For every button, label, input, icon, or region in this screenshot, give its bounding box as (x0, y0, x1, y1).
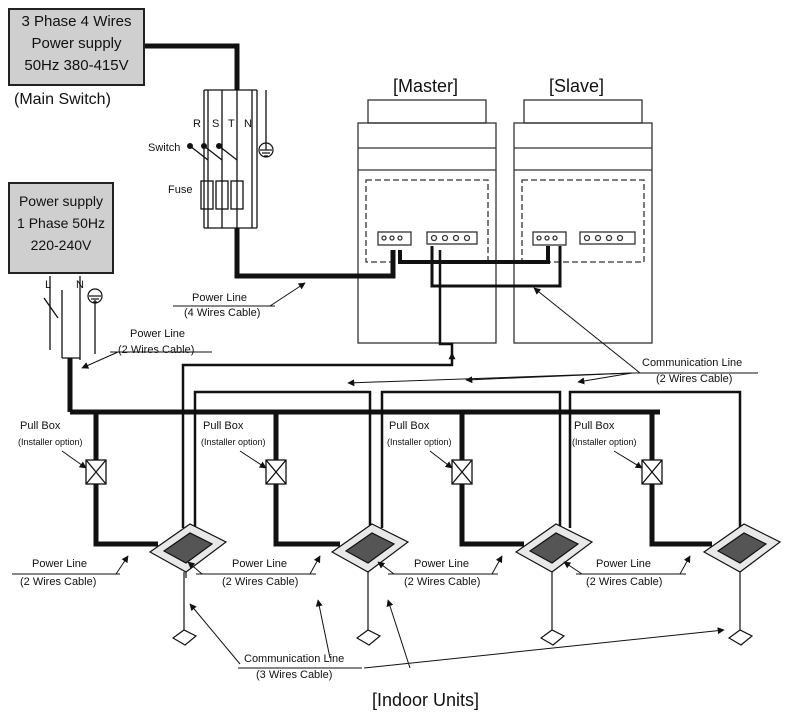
ground-symbol-main (258, 142, 274, 158)
power-line-bottom-4-title: Power Line (596, 558, 652, 570)
indoor-units-label: [Indoor Units] (372, 690, 480, 710)
ground-symbol-single (87, 288, 103, 304)
pull-box-3-title: Pull Box (389, 420, 430, 432)
power-line-bottom-3-sub: (2 Wires Cable) (404, 576, 481, 588)
comm-line-bottom-title: Communication Line (244, 653, 345, 665)
slave-outdoor-unit (513, 99, 653, 344)
slave-label: [Slave] (549, 76, 605, 96)
supply3-line3: 50Hz 380-415V (24, 57, 129, 74)
power-line-4-title: Power Line (192, 292, 248, 304)
single-phase-l-label: L (45, 279, 52, 291)
supply3-line2: Power supply (31, 35, 122, 52)
indoor-unit-3 (514, 523, 594, 573)
leader-lines (12, 282, 758, 669)
power-line-bottom-1-sub: (2 Wires Cable) (20, 576, 97, 588)
single-phase-n-label: N (76, 279, 84, 291)
master-label: [Master] (393, 76, 459, 96)
phase-s-label: S (212, 118, 220, 130)
pull-box-1-title: Pull Box (20, 420, 61, 432)
switch-label: Switch (148, 142, 181, 154)
supply3-line1: 3 Phase 4 Wires (21, 13, 132, 30)
power-line-bottom-4-sub: (2 Wires Cable) (586, 576, 663, 588)
main-switch-label: (Main Switch) (14, 91, 111, 108)
indoor-unit-4 (702, 523, 782, 573)
pull-box-2-title: Pull Box (203, 420, 244, 432)
power-line-bottom-1-title: Power Line (32, 558, 88, 570)
remote-controllers (171, 572, 754, 646)
pull-box-2-sub: (Installer option) (201, 437, 266, 447)
comm-line-bottom-sub: (3 Wires Cable) (256, 669, 333, 681)
phase-t-label: T (228, 118, 235, 130)
main-switch-wiring (145, 43, 396, 279)
master-outdoor-unit (357, 99, 497, 344)
comm-line-top-title: Communication Line (642, 357, 743, 369)
power-line-bottom-3-title: Power Line (414, 558, 470, 570)
fuse-label: Fuse (168, 184, 193, 196)
pull-box-4-title: Pull Box (574, 420, 615, 432)
single-phase-wiring (43, 276, 96, 412)
outdoor-power-tie (398, 246, 562, 288)
power-line-2-top-title: Power Line (130, 328, 186, 340)
single-phase-supply-box: Power supply 1 Phase 50Hz 220-240V (8, 182, 114, 274)
phase-r-label: R (193, 118, 201, 130)
supply1-line3: 220-240V (30, 237, 92, 253)
three-phase-supply-box: 3 Phase 4 Wires Power supply 50Hz 380-41… (8, 8, 145, 86)
power-line-bottom-2-sub: (2 Wires Cable) (222, 576, 299, 588)
pull-box-3-sub: (Installer option) (387, 437, 452, 447)
pull-box-symbols (85, 459, 663, 485)
pull-box-1-sub: (Installer option) (18, 437, 83, 447)
indoor-unit-2 (330, 523, 410, 573)
power-line-2-top-sub: (2 Wires Cable) (118, 344, 195, 356)
power-line-4-sub: (4 Wires Cable) (184, 307, 261, 319)
supply1-line2: 1 Phase 50Hz (17, 215, 105, 231)
indoor-power-bus (70, 409, 712, 547)
indoor-unit-1 (148, 523, 228, 578)
phase-n-label: N (244, 118, 252, 130)
power-line-bottom-2-title: Power Line (232, 558, 288, 570)
switch-contacts (187, 143, 222, 149)
comm-line-top-sub: (2 Wires Cable) (656, 373, 733, 385)
pull-box-4-sub: (Installer option) (572, 437, 637, 447)
supply1-line1: Power supply (18, 193, 104, 209)
